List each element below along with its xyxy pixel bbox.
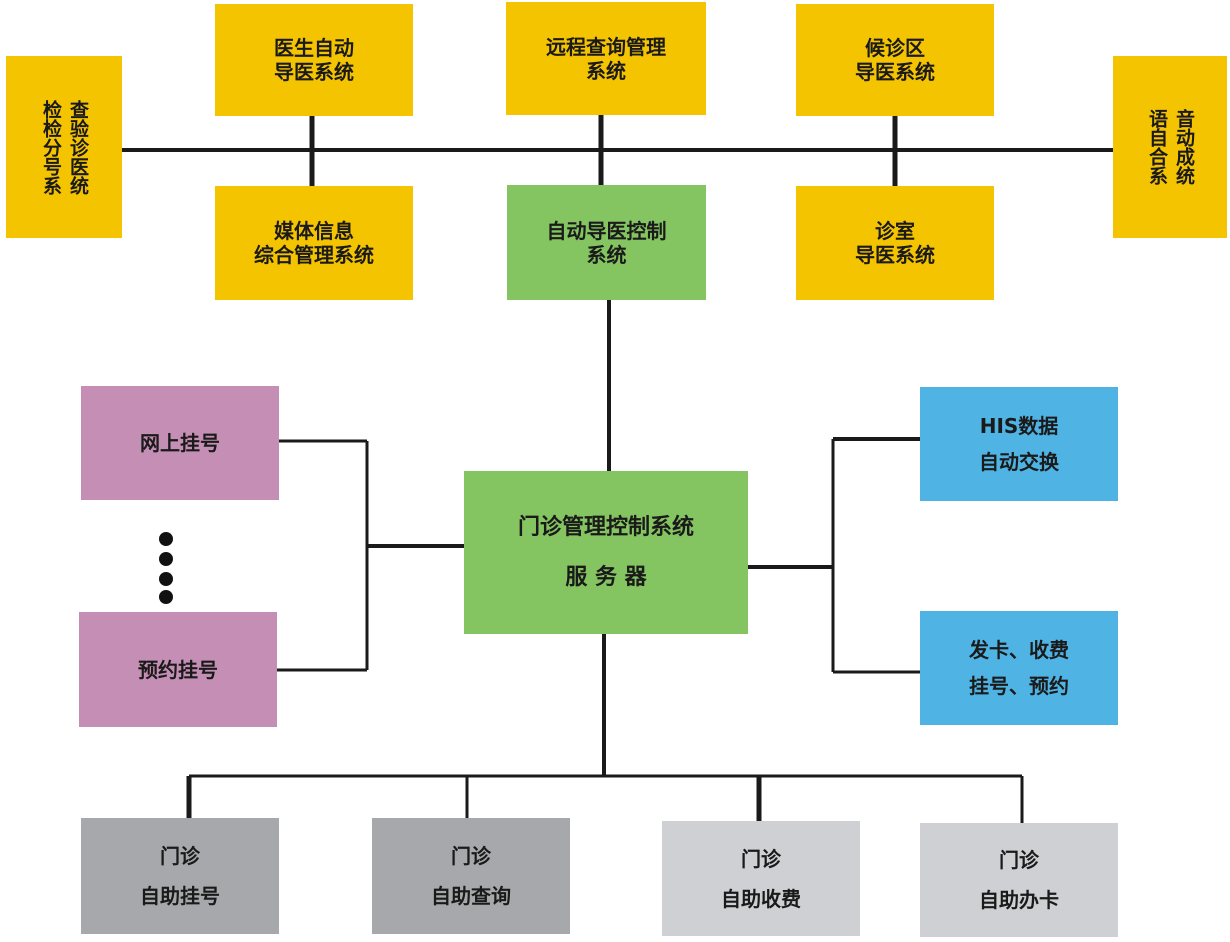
card-fee-line2: 挂号、预约 bbox=[969, 674, 1069, 698]
voice-synthesis-col2: 音动成统 bbox=[1173, 109, 1195, 185]
exam-guide-box: 检检分号系 查验诊医统 bbox=[6, 56, 122, 238]
self-query-line1: 门诊 bbox=[451, 844, 491, 868]
self-card-line1: 门诊 bbox=[999, 848, 1039, 872]
waiting-area-line1: 候诊区 bbox=[865, 36, 925, 60]
self-query-line2: 自助查询 bbox=[431, 884, 511, 908]
waiting-area-box: 候诊区 导医系统 bbox=[796, 4, 994, 116]
clinic-server-box: 门诊管理控制系统 服 务 器 bbox=[464, 471, 748, 634]
auto-guide-control-line1: 自动导医控制 bbox=[546, 218, 667, 243]
card-fee-line1: 发卡、收费 bbox=[969, 638, 1069, 662]
his-exchange-line2: 自动交换 bbox=[979, 450, 1059, 474]
exam-guide-col1: 检检分号系 bbox=[40, 99, 62, 195]
his-exchange-box: HIS数据 自动交换 bbox=[920, 387, 1118, 501]
self-registration-line2: 自助挂号 bbox=[140, 884, 220, 908]
auto-guide-control-line2: 系统 bbox=[586, 242, 627, 267]
clinic-room-line2: 导医系统 bbox=[855, 243, 935, 267]
ellipsis-dot bbox=[159, 552, 173, 566]
media-info-box: 媒体信息 综合管理系统 bbox=[215, 186, 413, 300]
self-query-box: 门诊 自助查询 bbox=[372, 818, 570, 934]
auto-guide-control-box: 自动导医控制 系统 bbox=[507, 185, 706, 300]
self-card-box: 门诊 自助办卡 bbox=[920, 823, 1118, 937]
clinic-server-line2: 服 务 器 bbox=[565, 564, 647, 590]
remote-query-line1: 远程查询管理 bbox=[546, 34, 666, 59]
ellipsis-dot bbox=[159, 572, 173, 586]
self-registration-line1: 门诊 bbox=[160, 844, 200, 868]
clinic-room-box: 诊室 导医系统 bbox=[796, 186, 994, 300]
self-payment-line2: 自助收费 bbox=[721, 886, 801, 911]
voice-synthesis-box: 语自合系 音动成统 bbox=[1113, 56, 1227, 238]
remote-query-box: 远程查询管理 系统 bbox=[506, 2, 706, 115]
self-payment-line1: 门诊 bbox=[741, 846, 781, 871]
appointment-registration-box: 预约挂号 bbox=[79, 612, 277, 727]
his-exchange-line1: HIS数据 bbox=[979, 414, 1059, 438]
remote-query-line2: 系统 bbox=[586, 58, 626, 83]
media-info-line2: 综合管理系统 bbox=[254, 243, 374, 267]
appointment-registration-label: 预约挂号 bbox=[138, 657, 218, 682]
self-card-line2: 自助办卡 bbox=[979, 888, 1059, 912]
doctor-guide-box: 医生自动 导医系统 bbox=[215, 4, 413, 116]
exam-guide-col2: 查验诊医统 bbox=[67, 99, 89, 195]
clinic-room-line1: 诊室 bbox=[875, 219, 915, 243]
self-registration-box: 门诊 自助挂号 bbox=[81, 818, 279, 934]
doctor-guide-line1: 医生自动 bbox=[274, 36, 354, 60]
voice-synthesis-col1: 语自合系 bbox=[1146, 109, 1168, 185]
media-info-line1: 媒体信息 bbox=[274, 219, 354, 243]
card-fee-box: 发卡、收费 挂号、预约 bbox=[920, 611, 1118, 725]
online-registration-box: 网上挂号 bbox=[81, 386, 279, 500]
doctor-guide-line2: 导医系统 bbox=[274, 60, 354, 84]
ellipsis-dot bbox=[159, 532, 173, 546]
ellipsis-dot bbox=[159, 590, 173, 604]
self-payment-box: 门诊 自助收费 bbox=[662, 821, 860, 936]
clinic-server-line1: 门诊管理控制系统 bbox=[517, 514, 694, 540]
waiting-area-line2: 导医系统 bbox=[855, 60, 935, 84]
online-registration-label: 网上挂号 bbox=[140, 431, 220, 455]
